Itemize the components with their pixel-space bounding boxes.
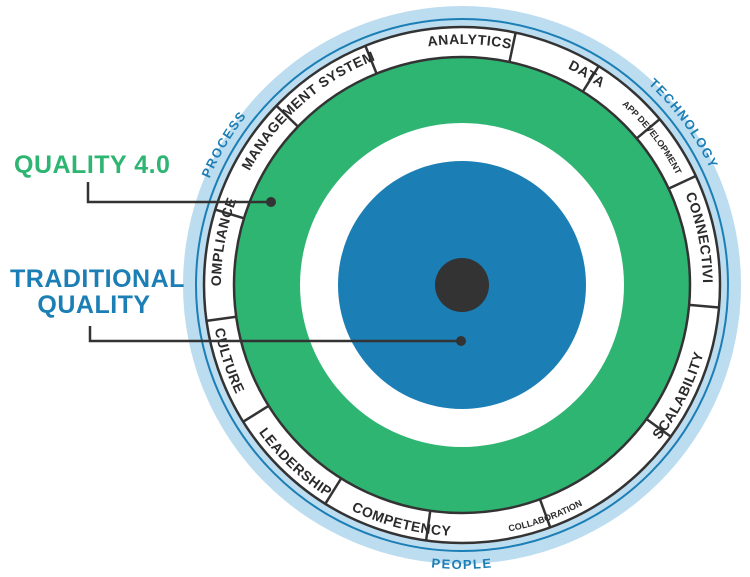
- segment-divider: [424, 510, 432, 541]
- segment-dividers: [206, 32, 720, 541]
- segment-divider: [668, 174, 697, 190]
- segment-divider: [364, 45, 378, 75]
- outer-band-line: [195, 18, 729, 552]
- quality-40-label: QUALITY 4.0: [14, 151, 171, 179]
- traditional-leader-line: [88, 326, 461, 343]
- segment-divider: [214, 208, 245, 220]
- segment-divider: [508, 32, 517, 63]
- segment-divider: [206, 315, 237, 323]
- segment-divider: [242, 404, 270, 423]
- traditional-quality-label: TRADITIONAL QUALITY: [10, 265, 185, 320]
- traditional-label-line1: TRADITIONAL: [10, 265, 185, 293]
- segment-divider: [635, 118, 661, 140]
- outer-label-people: PEOPLE: [431, 555, 493, 572]
- quality-40-leader-line: [86, 182, 271, 204]
- segment-divider: [324, 477, 343, 505]
- segment-analytics: ANALYTICS: [426, 31, 513, 52]
- center-dot: [435, 258, 489, 312]
- segment-divider: [538, 498, 552, 528]
- segment-divider: [645, 418, 672, 438]
- segment-divider: [275, 104, 299, 128]
- segment-divider: [581, 65, 600, 93]
- traditional-label-line2: QUALITY: [37, 291, 151, 320]
- traditional-leader-dot: [456, 336, 466, 346]
- quality-40-leader-dot: [266, 197, 276, 207]
- segment-divider: [689, 303, 720, 309]
